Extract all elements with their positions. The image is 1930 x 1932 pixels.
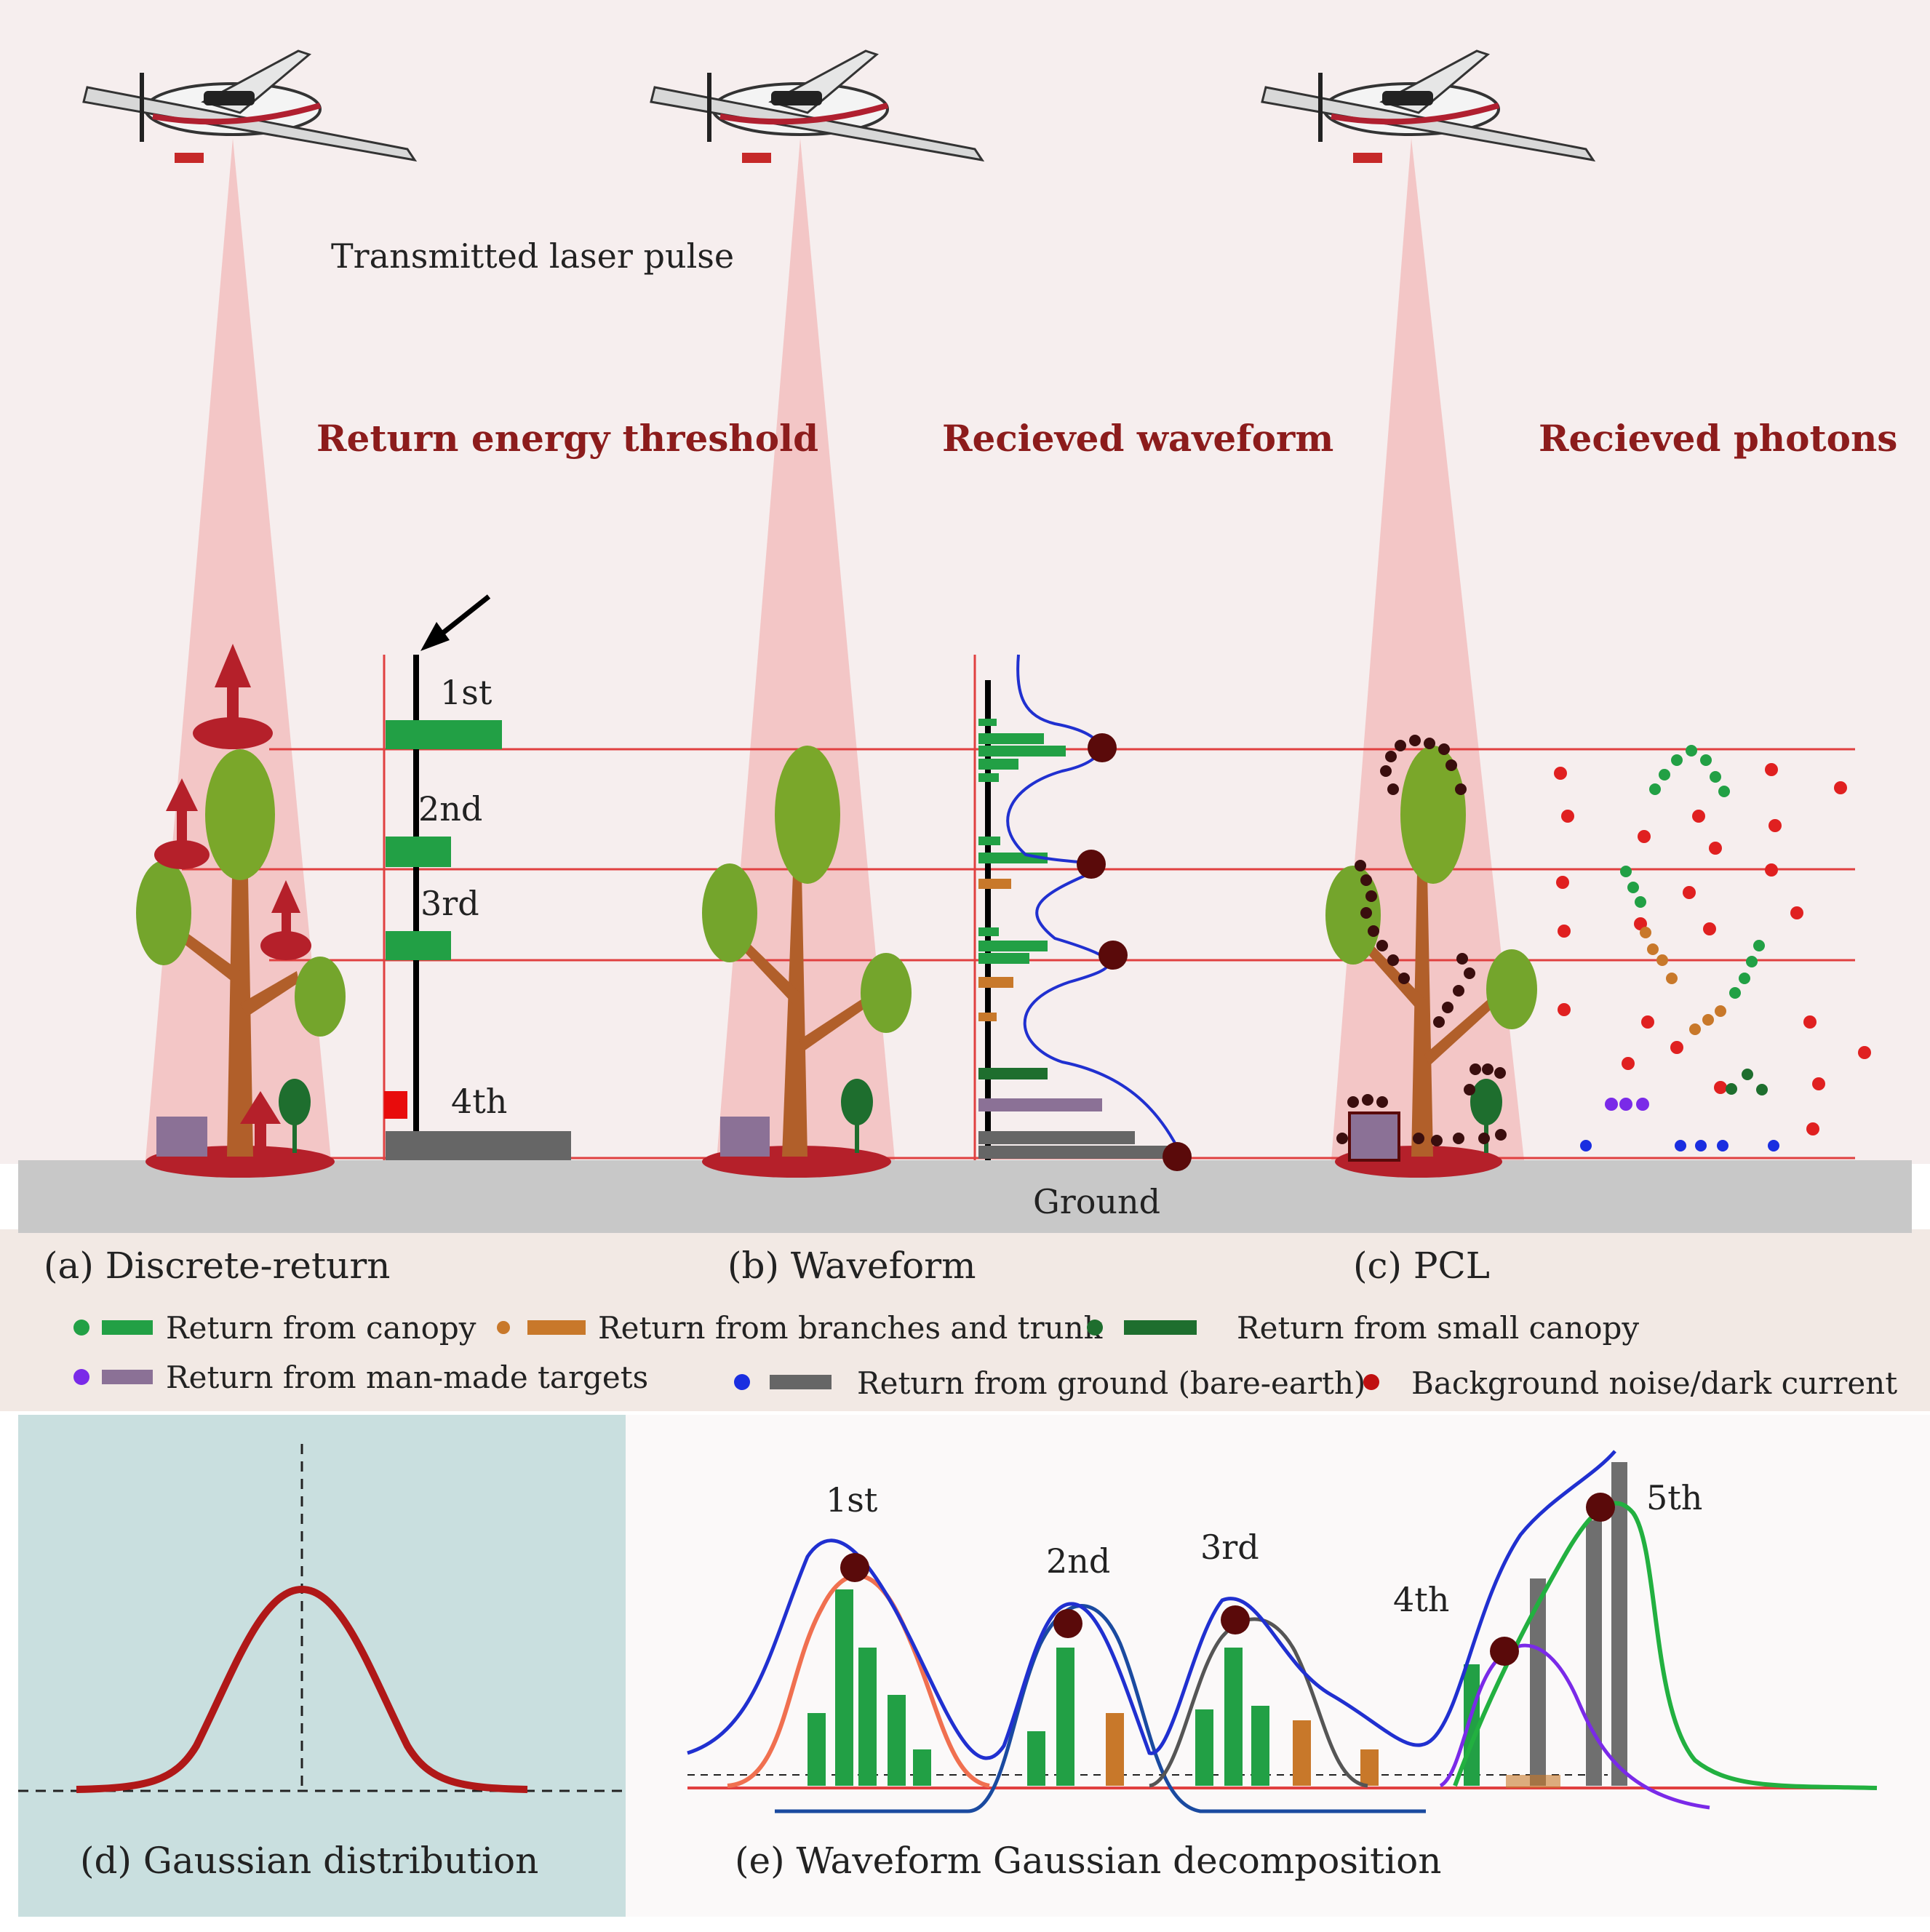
tree-c	[1325, 746, 1537, 1178]
discrete-bar-3rd	[386, 931, 451, 960]
waveform-peak-1	[1088, 733, 1117, 762]
title-recieved-photons: Recieved photons	[1539, 417, 1897, 460]
panel-a-label: (a) Discrete-return	[44, 1245, 390, 1287]
transmitted-pulse-label: Transmitted laser pulse	[331, 236, 734, 276]
panel-e-label: (e) Waveform Gaussian decomposition	[735, 1840, 1441, 1882]
legend-dot-branches	[497, 1321, 510, 1334]
return-arrows	[154, 644, 311, 1160]
panel-d-background	[18, 1415, 626, 1917]
airplane-icon	[82, 49, 418, 163]
waveform-peak-4	[1163, 1142, 1192, 1171]
waveform-peak-3	[1098, 941, 1128, 970]
panel-labels-band	[0, 1229, 1930, 1411]
decomp-label-4th: 4th	[1393, 1580, 1449, 1619]
legend-bar-branches	[527, 1320, 586, 1335]
return-label-2nd: 2nd	[418, 789, 482, 829]
decomp-label-3rd: 3rd	[1200, 1528, 1259, 1567]
legend-dot-ground	[734, 1374, 750, 1390]
legend-bar-ground	[770, 1375, 832, 1389]
decomp-peak-5	[1586, 1493, 1615, 1522]
tree-a	[136, 749, 346, 1178]
legend-bar-canopy	[102, 1320, 153, 1335]
discrete-bar-4th-red	[384, 1091, 407, 1119]
title-return-energy-threshold: Return energy threshold	[316, 417, 818, 460]
legend-label-branches: Return from branches and trunk	[598, 1310, 1103, 1346]
legend-label-canopy: Return from canopy	[166, 1310, 476, 1346]
legend-label-ground: Return from ground (bare-earth)	[857, 1365, 1365, 1401]
discrete-returns	[383, 594, 571, 1160]
legend-dot-noise	[1363, 1374, 1379, 1390]
legend-dot-small-canopy	[1087, 1320, 1103, 1336]
decomp-label-2nd: 2nd	[1046, 1541, 1110, 1581]
tree-photon-points	[1336, 735, 1507, 1146]
decomp-peak-1	[840, 1553, 869, 1582]
title-recieved-waveform: Recieved waveform	[942, 417, 1333, 460]
waveform-histogram	[973, 654, 1192, 1171]
airplane-icon	[650, 49, 985, 163]
photon-scatter	[1554, 745, 1871, 1151]
discrete-bar-ground	[386, 1131, 571, 1160]
legend-label-man-made: Return from man-made targets	[166, 1360, 648, 1395]
legend-bar-man-made	[102, 1370, 153, 1384]
waveform-decomposition	[687, 1450, 1878, 1813]
discrete-bar-2nd	[386, 837, 451, 867]
ground-label: Ground	[1033, 1182, 1160, 1221]
gaussian-curve	[76, 1585, 528, 1793]
legend: Return from canopy Return from branches …	[73, 1310, 1897, 1401]
legend-label-small-canopy: Return from small canopy	[1237, 1310, 1639, 1346]
panel-c-label: (c) PCL	[1353, 1245, 1490, 1287]
decomp-peak-4	[1490, 1637, 1519, 1666]
arrow-icon	[420, 622, 450, 651]
legend-label-noise: Background noise/dark current	[1411, 1365, 1897, 1401]
decomp-peak-3	[1221, 1605, 1250, 1634]
tree-b	[702, 746, 912, 1178]
panel-b-label: (b) Waveform	[727, 1245, 976, 1287]
ground-strip	[18, 1160, 1912, 1233]
decomp-label-5th: 5th	[1646, 1478, 1702, 1517]
discrete-bar-1st	[386, 720, 502, 749]
legend-dot-man-made	[73, 1369, 89, 1385]
panel-d-label: (d) Gaussian distribution	[80, 1840, 538, 1882]
decomp-peak-2	[1053, 1609, 1082, 1638]
return-label-3rd: 3rd	[420, 884, 479, 923]
airplane-icon	[1261, 49, 1596, 163]
waveform-peak-2	[1077, 850, 1106, 879]
gaussian-plot	[18, 1444, 624, 1793]
component-4	[1439, 1643, 1710, 1810]
return-label-4th: 4th	[451, 1082, 507, 1121]
component-3	[1149, 1617, 1368, 1788]
legend-bar-small-canopy	[1124, 1320, 1197, 1335]
legend-dot-canopy	[73, 1320, 89, 1336]
decomp-label-1st: 1st	[826, 1480, 878, 1520]
component-5	[1453, 1501, 1878, 1790]
laser-beam-b	[717, 138, 895, 1160]
return-label-1st: 1st	[440, 673, 493, 712]
